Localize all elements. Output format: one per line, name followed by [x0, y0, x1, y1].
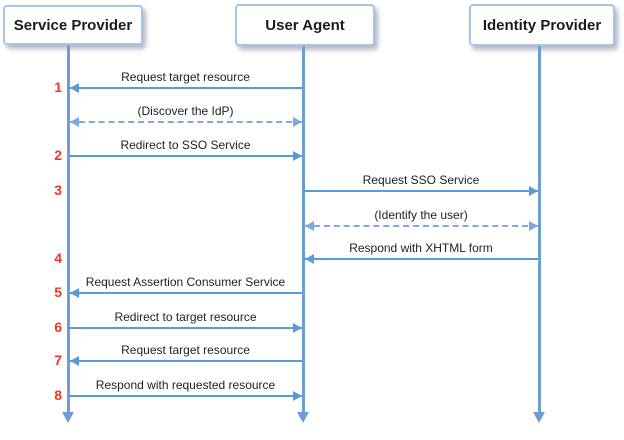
message-line	[69, 395, 302, 397]
message-label: (Discover the IdP)	[137, 104, 234, 118]
message-label: (Identify the user)	[374, 208, 468, 222]
message-arrowhead-icon	[293, 323, 302, 333]
message-line	[69, 292, 302, 294]
step-number: 3	[54, 182, 62, 198]
message-line	[69, 121, 302, 123]
lifeline-ua	[302, 46, 305, 412]
actor-label-idp: Identity Provider	[482, 16, 602, 34]
message-line	[304, 225, 538, 227]
message-arrowhead-icon	[70, 288, 79, 298]
message-label: Redirect to SSO Service	[120, 138, 251, 152]
lifeline-arrow-down-icon	[533, 412, 545, 423]
message-arrowhead-icon	[305, 221, 314, 231]
message-arrowhead-icon	[293, 151, 302, 161]
step-number: 5	[54, 284, 62, 300]
message-line	[69, 360, 302, 362]
message-arrowhead-icon	[529, 186, 538, 196]
message-arrowhead-icon	[70, 83, 79, 93]
message-arrowhead-icon	[70, 356, 79, 366]
actor-box-idp: Identity Provider	[469, 4, 615, 46]
message-label: Request target resource	[121, 70, 250, 84]
message-label: Request SSO Service	[362, 173, 480, 187]
message-line	[69, 87, 302, 89]
message-label: Request target resource	[121, 343, 250, 357]
message-arrowhead-icon	[305, 254, 314, 264]
step-number: 6	[54, 319, 62, 335]
actor-box-ua: User Agent	[235, 4, 375, 46]
message-line	[304, 190, 538, 192]
message-label: Request Assertion Consumer Service	[85, 275, 286, 289]
actor-box-sp: Service Provider	[3, 5, 143, 45]
actor-label-sp: Service Provider	[13, 16, 133, 34]
message-line	[304, 258, 538, 260]
message-arrowhead-icon	[529, 221, 538, 231]
message-label: Respond with requested resource	[95, 378, 276, 392]
actor-label-ua: User Agent	[265, 16, 345, 34]
message-arrowhead-icon	[293, 391, 302, 401]
message-label: Respond with XHTML form	[349, 241, 493, 255]
lifeline-arrow-down-icon	[297, 412, 309, 423]
step-number: 2	[54, 147, 62, 163]
message-label: Redirect to target resource	[114, 310, 257, 324]
message-line	[69, 327, 302, 329]
lifeline-arrow-down-icon	[62, 412, 74, 423]
step-number: 7	[54, 352, 62, 368]
message-arrowhead-icon	[70, 117, 79, 127]
lifeline-sp	[67, 45, 70, 412]
step-number: 4	[54, 250, 62, 266]
lifeline-idp	[538, 46, 541, 412]
step-number: 1	[54, 79, 62, 95]
message-line	[69, 155, 302, 157]
message-arrowhead-icon	[293, 117, 302, 127]
step-number: 8	[54, 387, 62, 403]
